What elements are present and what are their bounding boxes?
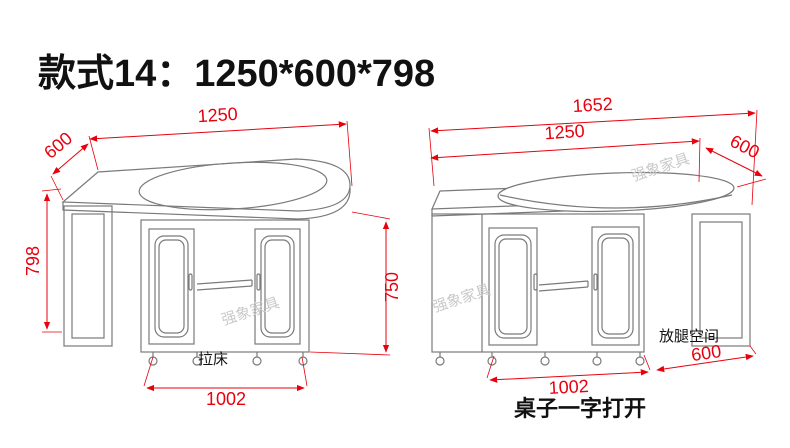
dim-label-depth: 600 [40,128,76,163]
door-panel [254,228,301,345]
right-cabinet [431,213,645,366]
door-frame-inner [264,239,291,334]
extension-line [351,211,391,220]
cabinet-door-right [591,226,640,346]
extension-line [41,188,62,192]
page-title: 款式14：1250*600*798 [38,53,435,95]
swivel-top-outline [138,161,328,211]
dim-label-total-width: 1652 [572,94,613,116]
caster-wheel [592,356,602,366]
left-cabinet [140,219,310,366]
dim-label-leg-space-width: 600 [690,341,723,365]
extension-line [486,355,495,379]
caster-wheel [192,356,202,366]
extension-line [88,135,99,171]
dimension-line-leg-space-width [656,353,754,373]
left-tabletop [61,158,351,220]
door-frame-inner [498,238,528,335]
door-frame [494,234,532,339]
left-view-dimensions: 1250 600 798 750 1002 拉床 [23,104,402,409]
cabinet-open-shelf [538,280,589,292]
door-panel [591,226,640,346]
door-frame [260,235,295,338]
door-handle [188,273,193,291]
dimension-line-total-width [430,110,756,134]
leg-frame-outer [691,213,751,347]
cabinet-open-shelf [196,279,253,291]
dim-label-cabinet-width: 1002 [206,389,246,409]
right-leg-frame [691,213,751,347]
right-view [431,171,751,366]
extension-line [749,345,757,355]
dim-label-top-width: 1250 [197,104,238,126]
tabletop-edge-thickness [62,187,351,220]
dim-label-top-width: 1250 [544,121,585,144]
cabinet-body [140,219,310,353]
door-frame-inner [601,237,630,335]
extension-line [309,351,391,356]
caster-wheel [252,356,262,366]
caster-wheel [635,356,645,366]
dim-label-depth: 600 [727,131,763,162]
door-frame-inner [158,239,185,334]
label-pull-bed: 拉床 [198,351,228,368]
right-view-dimensions: 1652 1250 600 1002 600 放腿空间 桌子一字打开 [428,94,767,421]
dim-label-height-total: 798 [23,246,43,276]
left-view [61,158,351,366]
cabinet-door-left [488,227,538,346]
caster-wheel [487,356,497,366]
extension-line [346,120,353,187]
leg-frame-outer [63,205,113,347]
dimension-line-depth [705,147,763,177]
dim-label-height-table: 750 [382,272,402,302]
extension-line [736,178,767,188]
leg-frame-inner [699,221,743,339]
dim-label-cabinet-width: 1002 [548,376,589,398]
cabinet-door-right [254,228,301,345]
left-leg-frame [63,205,113,347]
dimension-line-depth [52,143,89,175]
tabletop-surface [61,158,351,212]
label-leg-space: 放腿空间 [659,328,719,345]
caster-wheel [435,356,445,366]
door-panel [148,228,195,345]
door-handle [533,273,538,291]
shelf-edge [196,279,253,285]
dimension-line-cabinet-width [489,369,649,383]
cabinet-body [431,213,645,353]
door-frame [154,235,189,338]
door-frame [597,233,634,339]
casters [435,352,645,366]
cabinet-door-left [148,228,195,345]
dimension-line-top-width [430,138,700,161]
extension-line [301,356,308,387]
extension-line [428,127,435,187]
dimension-line-top-width [89,121,347,142]
extension-line [50,175,64,201]
caster-wheel [540,356,550,366]
swivel-top-open [497,171,735,213]
shelf-edge [538,286,589,292]
leg-frame-inner [71,213,105,339]
shelf-edge [196,285,253,291]
door-handle [593,273,598,291]
shelf-edge [538,280,589,286]
swivel-top-rim [499,194,733,209]
extension-line [143,356,154,387]
caption-open-layout: 桌子一字打开 [514,396,646,421]
door-handle [256,273,261,291]
extension-line [643,354,651,371]
right-tabletop [431,171,735,217]
